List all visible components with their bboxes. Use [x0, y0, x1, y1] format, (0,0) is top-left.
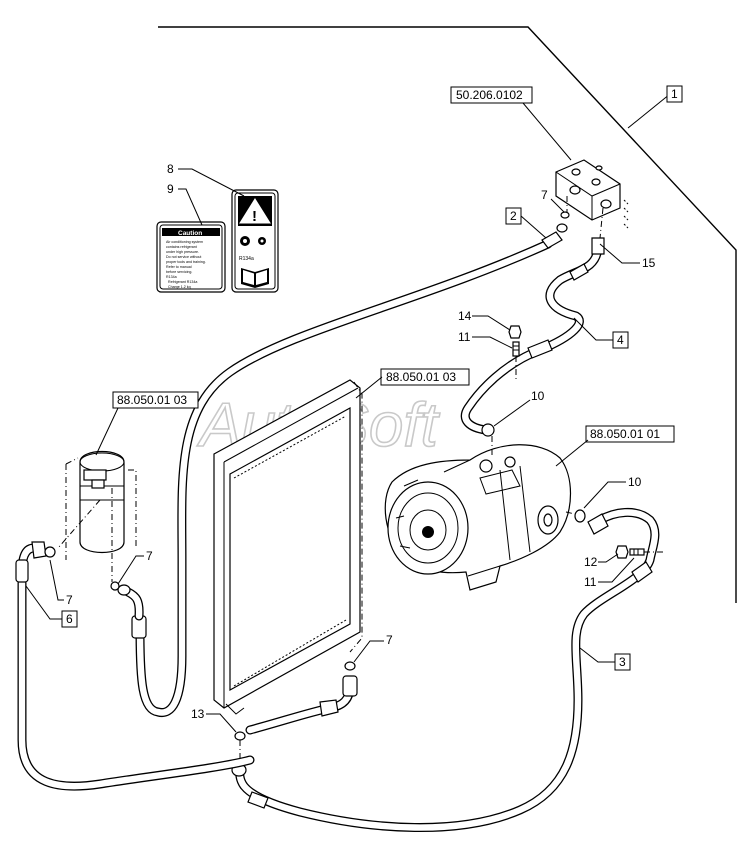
callout-14: 14 [458, 309, 472, 323]
leader-11-bottom [598, 557, 635, 583]
callout-11-bottom: 11 [584, 575, 597, 589]
decal-line: R134a [166, 275, 177, 279]
caution-title: Caution [178, 230, 202, 237]
evap-centerline [599, 207, 604, 239]
group-boundary-line [158, 26, 737, 603]
decal-line: under high pressure. [166, 250, 199, 254]
hose-4 [460, 237, 605, 437]
callout-10-bottom: 10 [628, 475, 642, 489]
leader-12 [598, 553, 619, 563]
leader-7-drier [117, 555, 144, 585]
callout-11-top: 11 [458, 330, 471, 344]
leader-7-left [49, 559, 64, 601]
hose-3 [231, 508, 660, 832]
leader-6 [25, 585, 62, 620]
box-3-label[interactable]: 3 [619, 655, 626, 669]
ref-box-drier[interactable] [112, 391, 199, 409]
leader-7-top [550, 198, 565, 213]
drier-centerline [57, 499, 101, 549]
leader-11-top [472, 336, 513, 349]
callout-7-drier: 7 [146, 549, 153, 563]
ref-drier[interactable]: 88.050.01 03 [117, 393, 187, 407]
hose-6 [15, 541, 255, 791]
caution-decal: Caution Air conditioning system contains… [156, 221, 226, 293]
decal-line: Air conditioning system [166, 240, 203, 244]
warning-symbol: ! [252, 208, 257, 225]
decal-line: Refer to manual [166, 265, 192, 269]
box-2-label[interactable]: 2 [510, 209, 517, 223]
decal-line: before servicing. [166, 270, 192, 274]
box-6-label[interactable]: 6 [66, 612, 73, 626]
callout-9: 9 [167, 182, 174, 196]
warning-sublabel: R134a [239, 256, 254, 262]
gear-icon [240, 236, 266, 246]
ref-box-condenser[interactable] [380, 368, 470, 386]
drier-bracket-dash [65, 457, 137, 560]
o-ring-7-top [560, 211, 570, 219]
callout-15: 15 [642, 256, 656, 270]
leader-drier [95, 407, 119, 456]
ref-evaporator[interactable]: 50.206.0102 [456, 88, 523, 102]
service-valve-top [508, 325, 522, 357]
box-1-label[interactable]: 1 [671, 87, 678, 101]
callout-7-condenser: 7 [386, 633, 393, 647]
ref-condenser[interactable]: 88.050.01 03 [386, 370, 456, 384]
callout-12: 12 [584, 555, 598, 569]
o-ring-10-bottom [574, 509, 586, 523]
condenser [213, 379, 361, 715]
callout-8: 8 [167, 162, 174, 176]
compressor [384, 444, 572, 591]
leader-evaporator [522, 102, 572, 161]
receiver-drier [79, 451, 125, 553]
callout-10-top: 10 [531, 389, 545, 403]
leader-13 [206, 713, 237, 733]
leader-4 [573, 317, 613, 341]
leader-10-bottom [583, 481, 626, 509]
decal-footer: Refrigerant R134a [168, 280, 197, 284]
leader-15 [599, 243, 640, 264]
decal-line: Do not service without [166, 255, 201, 259]
leader-10-top [493, 399, 531, 427]
leader-3 [579, 647, 615, 663]
o-ring-7-condenser [344, 661, 356, 671]
decal-footer: Charge 1.2 kg [168, 285, 191, 289]
manual-book-icon [241, 268, 269, 288]
ref-compressor[interactable]: 88.050.01 01 [590, 427, 660, 441]
evaporator-valve-block [555, 159, 621, 221]
leader-2 [520, 215, 547, 239]
leader-compressor [555, 439, 589, 467]
leader-14 [472, 315, 511, 331]
hose-2 [135, 239, 553, 718]
leader-1 [627, 93, 671, 129]
box-4-label[interactable]: 4 [617, 333, 624, 347]
warning-decal: ! R134a [231, 189, 279, 293]
callout-13: 13 [191, 707, 205, 721]
decal-line: contains refrigerant [166, 245, 197, 249]
o-ring-13 [234, 731, 246, 741]
service-valve-bottom [615, 545, 645, 559]
leader-8 [178, 168, 245, 197]
condenser-outlet-hose [245, 675, 358, 735]
callout-7-left: 7 [66, 593, 73, 607]
decal-line: proper tools and training. [166, 260, 206, 264]
evap-hatch [623, 199, 629, 229]
leader-condenser [355, 376, 383, 399]
leader-7-condenser [353, 640, 384, 663]
ref-box-compressor[interactable] [585, 425, 675, 443]
hose-2-fittings [110, 223, 568, 639]
ref-box-evaporator[interactable] [450, 86, 533, 104]
callout-7-top: 7 [541, 188, 548, 202]
leader-9 [178, 188, 203, 226]
box-1[interactable] [666, 85, 683, 103]
